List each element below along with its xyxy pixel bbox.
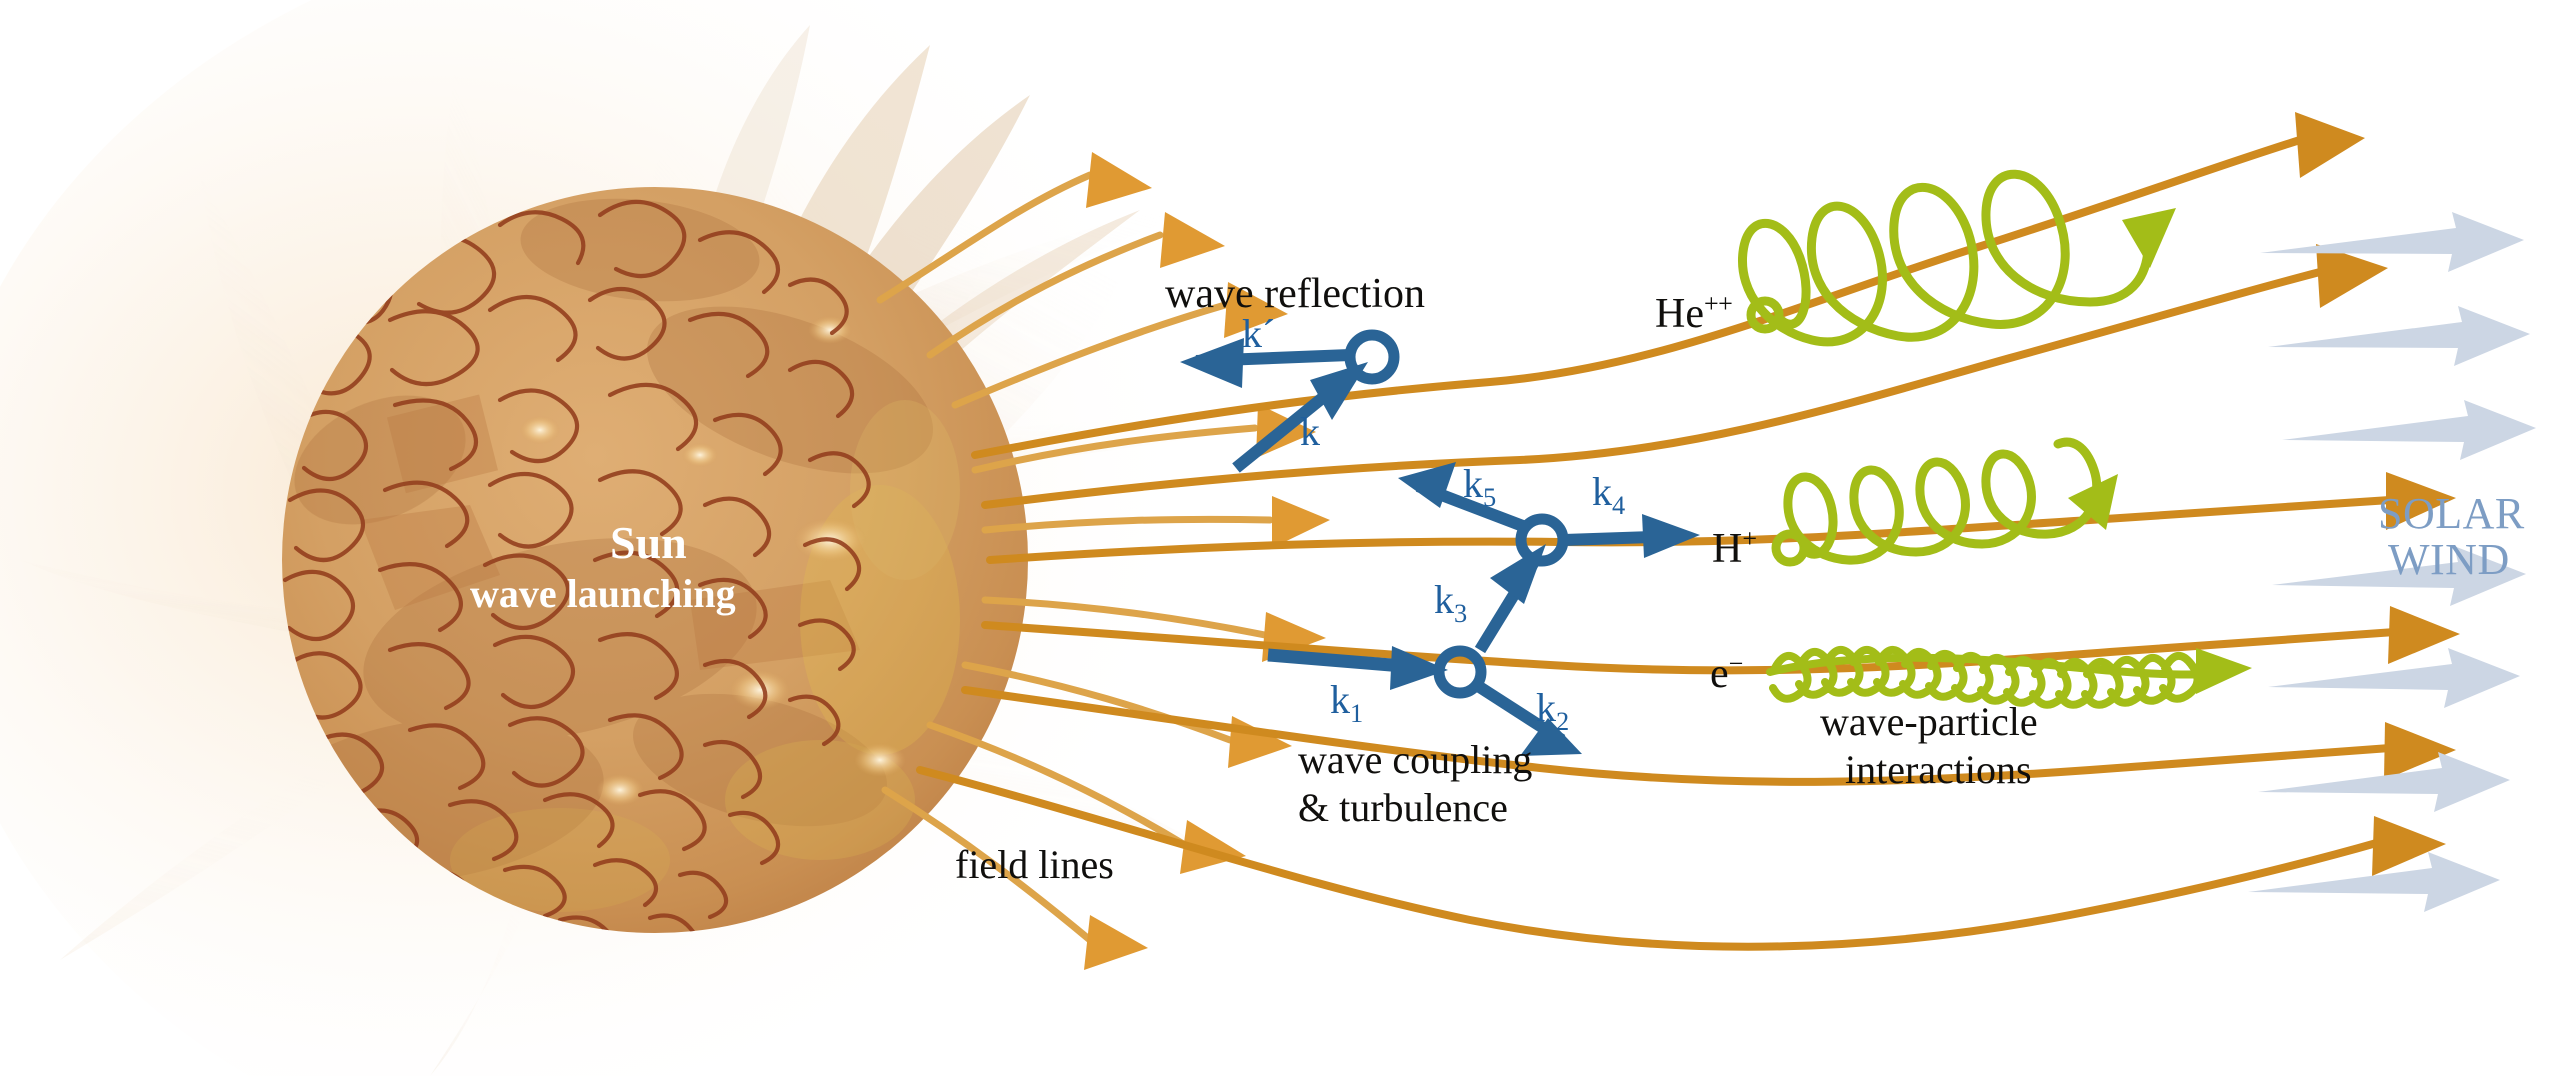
field-lines-short — [876, 171, 1274, 944]
helium-helix — [1738, 169, 2153, 347]
particle-label-electron: e− — [1710, 649, 1743, 697]
particle-label-helium: He++ — [1655, 289, 1733, 337]
solar-wind-label-line1: SOLAR — [2378, 489, 2525, 538]
vector-label-k3: k3 — [1434, 577, 1468, 628]
wave-particle-label-line1: wave-particle — [1820, 699, 2038, 744]
sun-title: Sun — [610, 517, 687, 568]
electron-helix-arrowhead — [2196, 648, 2252, 694]
reflection-node — [1180, 329, 1400, 473]
coupling-node-lower — [1267, 645, 1582, 756]
vector-label-k-prime: k´ — [1242, 311, 1276, 356]
wave-reflection-label: wave reflection — [1165, 271, 1426, 317]
sun-surface-detail — [282, 198, 960, 933]
proton-helix-arrowhead — [2068, 474, 2118, 530]
field-lines-label: field lines — [955, 842, 1114, 887]
proton-helix — [1771, 437, 2102, 567]
field-lines-long — [916, 136, 2399, 951]
vector-label-k4: k4 — [1592, 469, 1626, 520]
vector-k-prime — [1180, 338, 1351, 388]
vector-k5 — [1398, 462, 1531, 534]
particle-label-proton: H+ — [1712, 524, 1757, 572]
wave-particle-label-line2: interactions — [1845, 747, 2032, 792]
solar-wind-label-line2: WIND — [2388, 535, 2510, 584]
vector-k4 — [1563, 514, 1700, 558]
sun-subtitle: wave launching — [470, 571, 736, 616]
vector-label-k5: k5 — [1463, 461, 1497, 512]
coupling-node-upper — [1398, 462, 1700, 654]
electron-helix — [1766, 646, 2214, 709]
vector-label-k: k — [1300, 409, 1320, 454]
vector-k — [1232, 362, 1368, 473]
vector-label-k2: k2 — [1536, 685, 1570, 736]
vector-k2 — [1474, 680, 1582, 756]
solar-wind-arrows — [2248, 212, 2536, 912]
vector-label-k1: k1 — [1330, 677, 1364, 728]
field-line-arrowheads-long — [2295, 112, 2460, 876]
vector-k1 — [1267, 646, 1448, 690]
vector-k3 — [1474, 544, 1546, 654]
helium-helix-arrowhead — [2122, 208, 2176, 268]
wave-coupling-label-line2: & turbulence — [1298, 785, 1508, 830]
wave-coupling-label-line1: wave coupling — [1298, 737, 1533, 782]
